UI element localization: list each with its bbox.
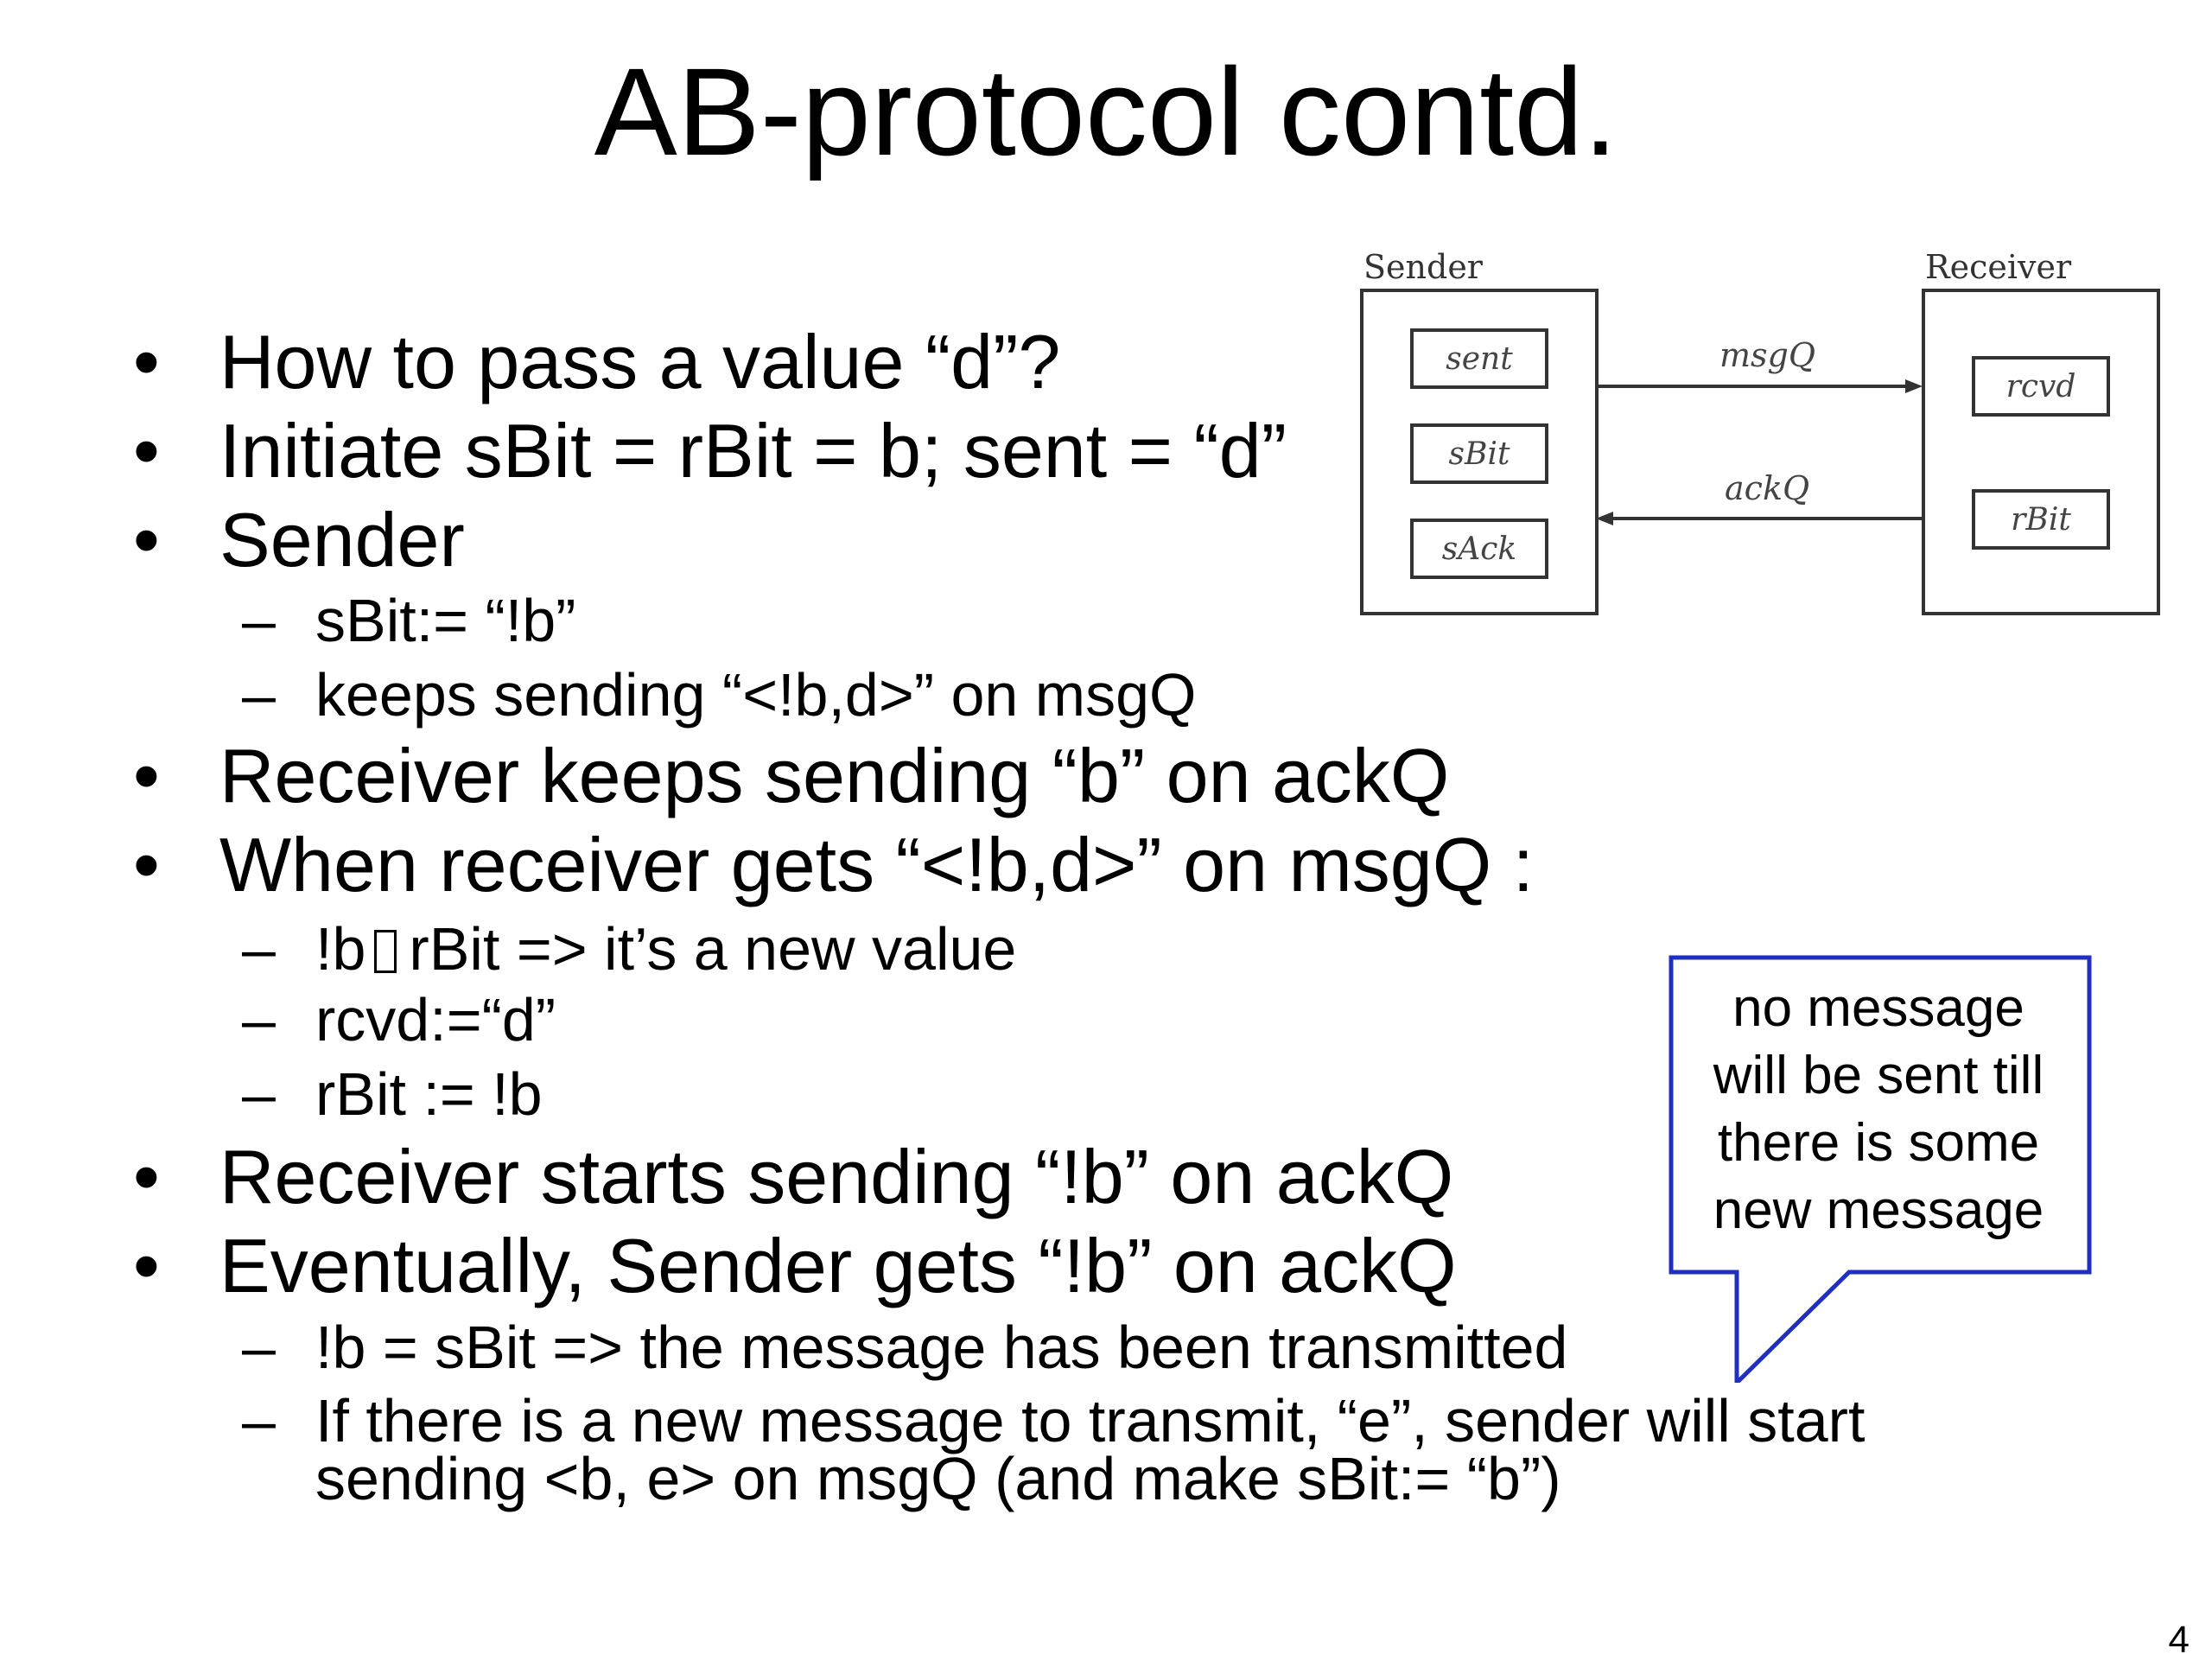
bullet-marker: •	[133, 1223, 160, 1308]
callout-line: will be sent till	[1713, 1046, 2044, 1105]
bullet-marker: •	[133, 1134, 160, 1219]
receiver-slot-rcvd: rcvd	[1972, 356, 2110, 417]
bullet-text: Receiver starts sending “!b” on ackQ	[219, 1134, 1454, 1219]
dash-marker: –	[242, 1387, 276, 1454]
sender-slot-sent: sent	[1410, 328, 1548, 389]
sender-label: Sender	[1363, 248, 1483, 286]
sub-bullet-text: rcvd:=“d”	[315, 986, 556, 1053]
bullet-marker: •	[133, 822, 160, 907]
speech-callout: no message will be sent till there is so…	[1664, 951, 2096, 1383]
callout-shape	[1669, 955, 2092, 1383]
sub-bullet-text: rBit := !b	[315, 1060, 543, 1128]
callout-line: there is some	[1717, 1113, 2040, 1173]
sub-bullet-item: – sBit:= “!b”	[242, 587, 576, 654]
ackq-label: ackQ	[1725, 469, 1810, 507]
bullet-text: Eventually, Sender gets “!b” on ackQ	[219, 1223, 1457, 1308]
bullet-item: • Sender	[133, 502, 465, 578]
bullet-text: Initiate sBit = rBit = b; sent = “d”	[219, 408, 1287, 493]
sub-bullet-item: – rcvd:=“d”	[242, 990, 556, 1050]
queue-arrows	[1596, 379, 1925, 525]
missing-glyph-icon	[374, 930, 397, 973]
receiver-slot-rbit: rBit	[1972, 489, 2110, 550]
page-number: 4	[2168, 1619, 2190, 1661]
sub-bullet-item: – keeps sending “<!b,d>” on msgQ	[242, 665, 1196, 725]
sub-bullet-text: rBit => it’s a new value	[409, 915, 1017, 983]
sender-slot-sbit: sBit	[1410, 423, 1548, 484]
sender-slot-sack: sAck	[1410, 519, 1548, 579]
dash-marker: –	[242, 587, 276, 654]
bullet-marker: •	[133, 497, 160, 582]
receiver-label: Receiver	[1925, 248, 2072, 286]
dash-marker: –	[242, 986, 276, 1053]
sub-bullet-text: If there is a new message to transmit, “…	[315, 1387, 1866, 1454]
sub-bullet-text: sBit:= “!b”	[315, 587, 576, 654]
dash-marker: –	[242, 1060, 276, 1128]
bullet-marker: •	[133, 733, 160, 818]
sub-bullet-continuation: sending <b, e> on msgQ (and make sBit:= …	[315, 1448, 1561, 1509]
sub-bullet-text: !b	[315, 915, 366, 983]
callout-line: no message	[1732, 978, 2024, 1038]
bullet-text: Sender	[219, 497, 465, 582]
callout-text: no message will be sent till there is so…	[1671, 975, 2086, 1244]
sub-bullet-text: sending <b, e> on msgQ (and make sBit:= …	[315, 1445, 1561, 1512]
bullet-marker: •	[133, 408, 160, 493]
bullet-item: • When receiver gets “<!b,d>” on msgQ :	[133, 827, 1534, 903]
receiver-box	[1922, 289, 2160, 615]
bullet-item: • Initiate sBit = rBit = b; sent = “d”	[133, 413, 1287, 489]
sub-bullet-text: keeps sending “<!b,d>” on msgQ	[315, 661, 1197, 729]
bullet-text: When receiver gets “<!b,d>” on msgQ :	[219, 822, 1535, 907]
slide-title: AB-protocol contd.	[594, 42, 1618, 181]
sub-bullet-item: – If there is a new message to transmit,…	[242, 1391, 1865, 1451]
bullet-item: • Receiver starts sending “!b” on ackQ	[133, 1139, 1453, 1215]
bullet-marker: •	[133, 319, 160, 404]
bullet-text: How to pass a value “d”?	[219, 319, 1061, 404]
sub-bullet-item: – !b = sBit => the message has been tran…	[242, 1314, 1568, 1381]
dash-marker: –	[242, 661, 276, 729]
msgq-label: msgQ	[1719, 336, 1816, 374]
bullet-item: • Eventually, Sender gets “!b” on ackQ	[133, 1228, 1457, 1304]
callout-line: new message	[1713, 1181, 2044, 1240]
sender-box	[1360, 289, 1599, 615]
bullet-text: Receiver keeps sending “b” on ackQ	[219, 733, 1450, 818]
bullet-item: • Receiver keeps sending “b” on ackQ	[133, 738, 1449, 814]
ackq-arrowhead	[1596, 512, 1613, 525]
dash-marker: –	[242, 1314, 276, 1381]
sender-receiver-diagram: Sender Receiver sent sBit sAck rcvd rBit…	[1348, 233, 2177, 631]
msgq-arrowhead	[1905, 379, 1923, 393]
bullet-item: • How to pass a value “d”?	[133, 324, 1060, 400]
sub-bullet-item: – rBit := !b	[242, 1064, 543, 1124]
sub-bullet-text: !b = sBit => the message has been transm…	[315, 1314, 1568, 1381]
dash-marker: –	[242, 915, 276, 983]
